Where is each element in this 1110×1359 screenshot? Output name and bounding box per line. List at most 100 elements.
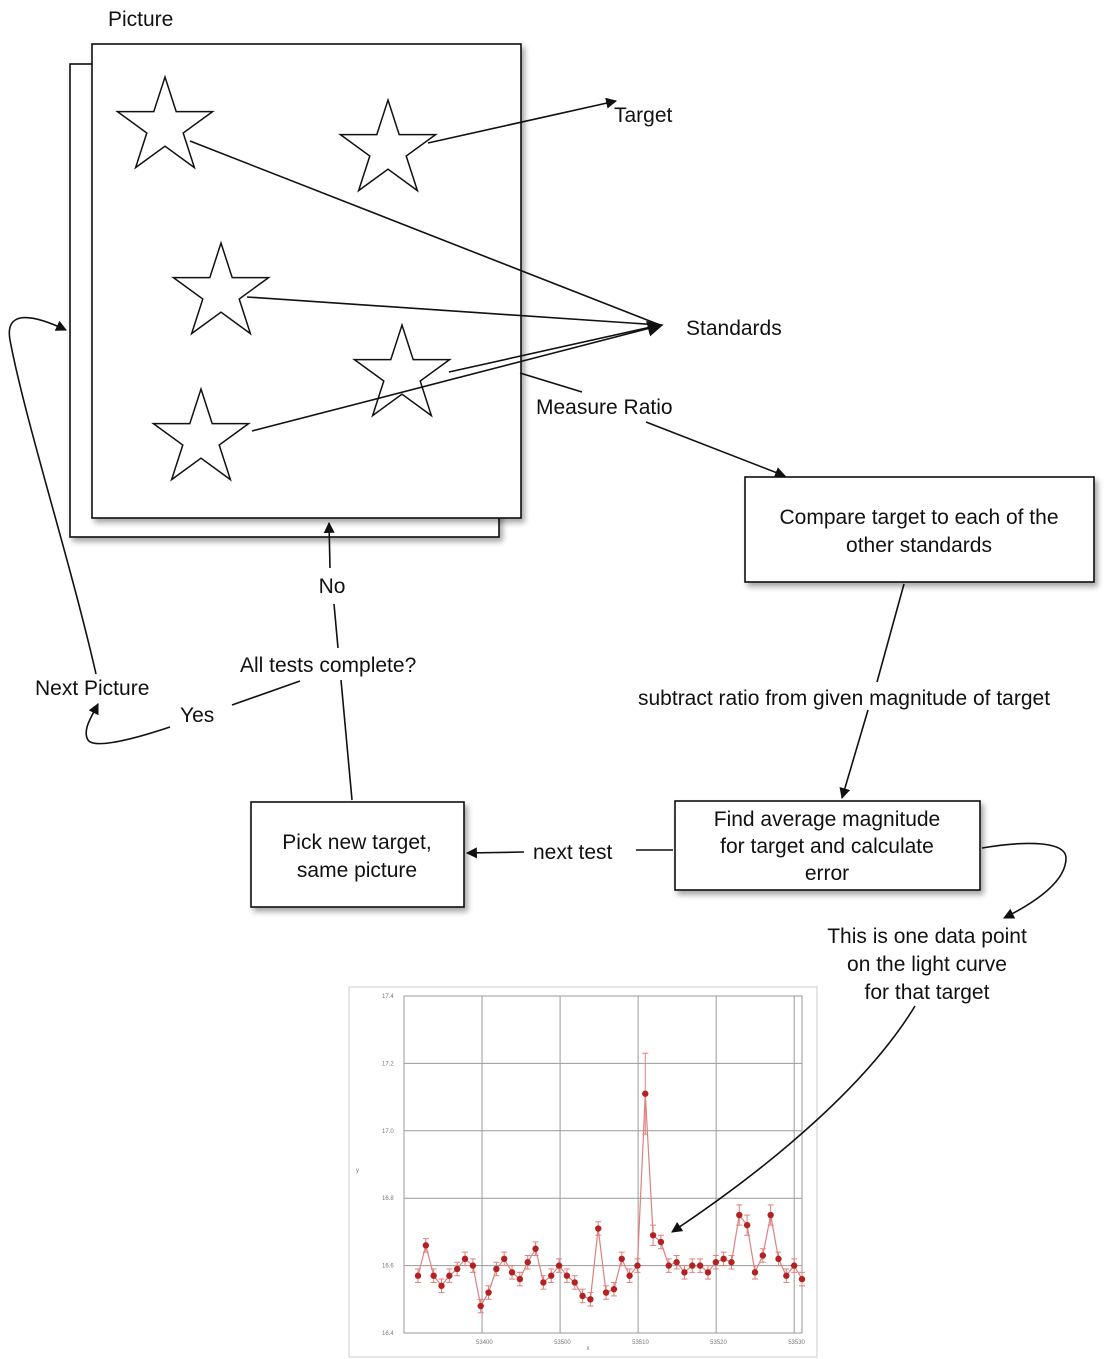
target-arrow <box>427 97 618 144</box>
x-tick-label: 53530 <box>788 1340 805 1346</box>
note-line-2: on the light curve <box>847 953 1007 976</box>
picture-label: Picture <box>108 8 173 31</box>
pick-box <box>250 801 465 908</box>
data-point <box>438 1282 445 1290</box>
yes-arrow <box>85 703 171 745</box>
y-tick-label: 16.4 <box>382 1331 394 1337</box>
data-point <box>634 1262 641 1269</box>
next-test-label: next test <box>533 841 613 864</box>
data-point <box>508 1269 516 1276</box>
compare-line-2: other standards <box>846 534 992 557</box>
no-arrow <box>323 521 335 569</box>
star-icon <box>151 386 251 482</box>
data-point <box>493 1265 500 1273</box>
target-label: Target <box>614 104 673 127</box>
data-point <box>602 1289 610 1296</box>
data-point <box>712 1259 719 1266</box>
data-point <box>759 1252 767 1259</box>
data-point <box>696 1262 704 1269</box>
yes-line <box>231 680 301 706</box>
data-point <box>453 1265 461 1273</box>
data-point <box>642 1090 649 1097</box>
x-tick-label: 53510 <box>632 1340 649 1346</box>
data-point <box>587 1296 594 1303</box>
yes-label: Yes <box>180 704 214 727</box>
next-test-arrow <box>465 847 525 859</box>
data-point <box>516 1275 524 1283</box>
data-point <box>563 1272 571 1279</box>
x-tick-label: 53520 <box>710 1340 727 1346</box>
subtract-arrow <box>839 709 869 800</box>
data-point <box>673 1259 680 1266</box>
y-tick-label: 16.6 <box>382 1264 394 1270</box>
data-point <box>595 1225 602 1232</box>
pick-line-1: Pick new target, <box>282 831 431 854</box>
star-icon <box>115 74 215 170</box>
data-point <box>430 1272 437 1279</box>
y-tick-label: 16.8 <box>382 1196 394 1202</box>
data-point <box>649 1232 657 1239</box>
data-point <box>798 1275 806 1283</box>
y-axis-label: y <box>356 1168 359 1174</box>
data-point <box>540 1279 547 1286</box>
light-curve-chart: 17.4 17.2 17.0 16.8 16.6 16.4 53400 53500 53510… <box>348 986 818 1358</box>
data-point <box>446 1272 453 1279</box>
data-point <box>681 1269 688 1276</box>
average-line-3: error <box>805 862 849 885</box>
data-point <box>610 1285 618 1293</box>
data-points <box>414 1090 806 1310</box>
data-point <box>783 1272 790 1279</box>
no-label: No <box>319 575 346 598</box>
measure-ratio-label: Measure Ratio <box>536 396 673 419</box>
no-line <box>333 603 339 649</box>
data-point <box>767 1211 774 1219</box>
subtract-line <box>876 583 905 683</box>
y-tick-labels: 17.4 17.2 17.0 16.8 16.6 16.4 <box>382 994 394 1337</box>
data-point <box>469 1262 477 1269</box>
data-point <box>689 1262 696 1269</box>
star-icon <box>338 97 438 193</box>
star-icon <box>171 240 271 336</box>
data-point <box>532 1245 539 1252</box>
data-point <box>657 1238 665 1246</box>
data-point <box>579 1292 586 1300</box>
data-point <box>414 1272 422 1279</box>
data-point <box>555 1262 563 1269</box>
x-tick-label: 53400 <box>476 1340 493 1346</box>
standards-label: Standards <box>686 317 782 340</box>
data-point <box>618 1255 625 1263</box>
all-tests-label: All tests complete? <box>240 654 416 677</box>
data-point <box>704 1269 712 1276</box>
data-point <box>728 1259 735 1266</box>
subtract-label: subtract ratio from given magnitude of t… <box>638 687 1050 710</box>
data-point <box>422 1242 430 1249</box>
standard-line <box>448 324 661 373</box>
data-point <box>524 1259 531 1266</box>
data-point <box>548 1272 555 1279</box>
y-tick-label: 17.4 <box>382 994 394 1000</box>
next-picture-label: Next Picture <box>35 677 149 700</box>
note-line-1: This is one data point <box>827 925 1027 948</box>
y-tick-label: 17.2 <box>382 1061 394 1067</box>
data-point <box>626 1272 633 1279</box>
x-axis-label: x <box>587 1346 590 1352</box>
note-to-point-arrow <box>671 1005 916 1233</box>
pick-up-line <box>340 679 353 801</box>
y-tick-label: 17.0 <box>382 1129 394 1135</box>
x-tick-label: 53500 <box>554 1340 571 1346</box>
data-point <box>477 1302 484 1310</box>
data-point <box>501 1255 508 1263</box>
average-line-1: Find average magnitude <box>714 808 940 831</box>
data-point <box>736 1211 743 1219</box>
compare-line-1: Compare target to each of the <box>780 506 1059 529</box>
measure-arrow <box>645 421 787 478</box>
data-point <box>665 1262 672 1269</box>
data-point <box>751 1269 759 1276</box>
data-point <box>720 1255 727 1263</box>
standards-arrow <box>251 320 664 432</box>
note-line-3: for that target <box>865 981 990 1004</box>
data-point <box>485 1289 492 1296</box>
star-icon <box>352 322 452 418</box>
data-point <box>571 1279 578 1286</box>
